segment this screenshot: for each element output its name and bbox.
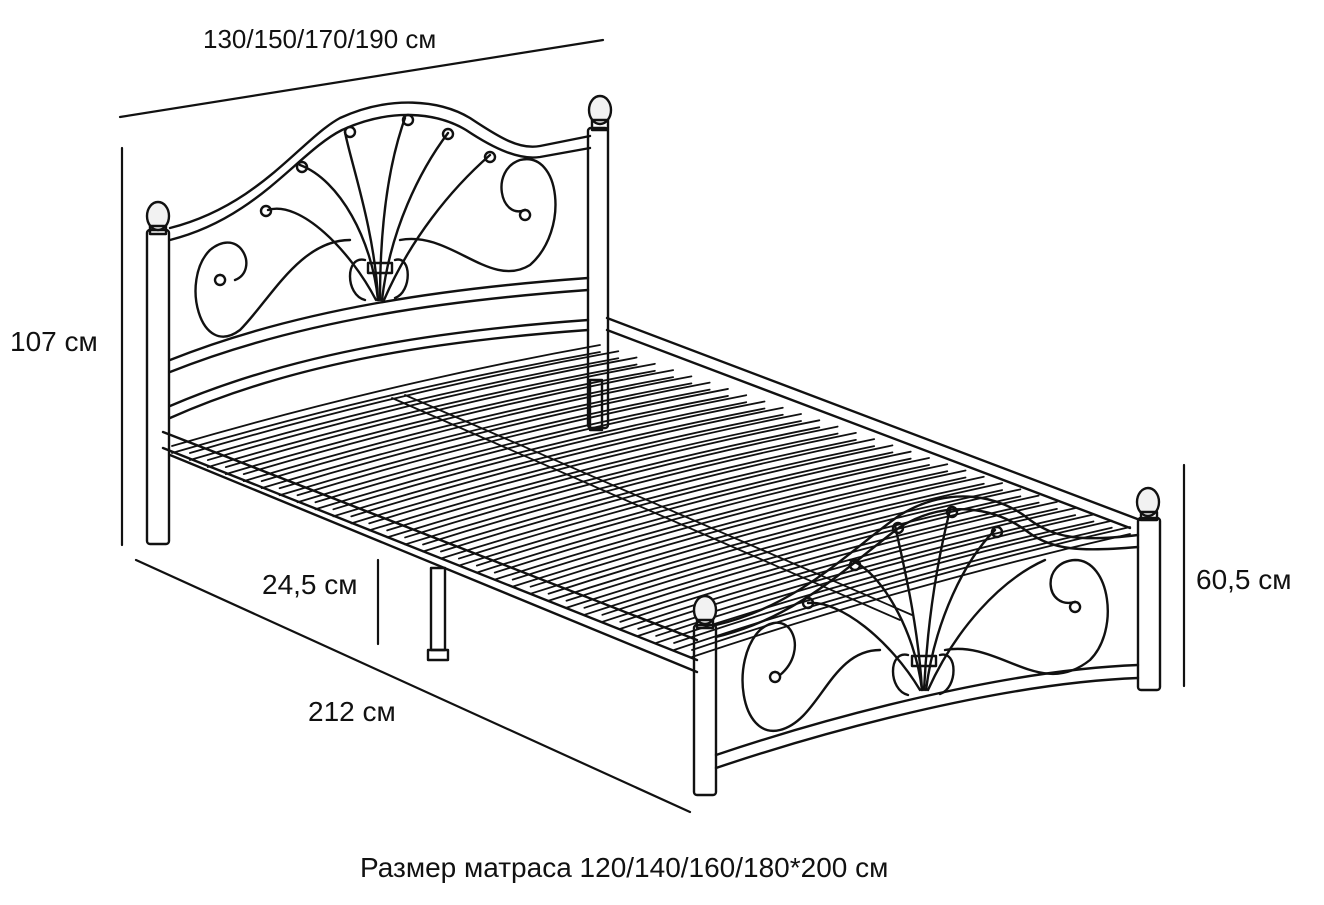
slat [475,450,912,567]
slat [565,482,1003,602]
slat [493,464,930,581]
slat [583,488,1022,609]
slat [529,476,967,595]
footboard-center-clamp [910,654,938,668]
slat [368,420,802,532]
slat [242,376,675,483]
slat [260,375,693,483]
slat [189,350,620,454]
slat [206,363,638,468]
slat [475,457,912,574]
slat [511,463,949,581]
slat [404,432,839,546]
slat [457,444,894,560]
slat [457,451,894,567]
slat [422,431,857,546]
height-dimension-label: 107 см [10,326,98,357]
slat [440,438,876,553]
dimension-lines [118,38,1186,814]
slat [673,526,1113,651]
slat [350,413,784,525]
slat [565,489,1003,609]
footboard [692,486,1162,797]
headboard-right-knob [587,94,613,126]
width-dimension-label: 130/150/170/190 см [203,24,437,54]
slat [206,356,638,461]
slat [368,413,802,525]
footboard-right-knob [1135,486,1161,518]
slat [350,406,784,518]
footboard-left-knob [692,594,718,626]
slat-center-rail [391,394,913,621]
center-leg [426,378,604,662]
slat [386,419,821,532]
slat [278,381,711,490]
headboard [145,94,613,546]
footboard-height-label: 60,5 см [1196,564,1292,595]
length-dimension-label: 212 см [308,696,396,727]
slat [440,445,876,560]
right-side-rail [605,316,1142,530]
length-dimension-line [134,558,692,814]
slat [529,469,967,588]
mattress-size-caption: Размер матраса 120/140/160/180*200 см [360,852,888,884]
slat [386,426,821,539]
slat [260,382,693,490]
slat [171,351,601,454]
slat [278,388,711,497]
slat [332,407,766,518]
slat [547,482,985,602]
slats [171,344,1131,658]
slat [171,344,601,447]
headboard-left-post [145,228,171,546]
headboard-center-clamp [366,261,394,275]
slat [511,470,949,588]
slat [296,395,729,504]
slat [332,400,766,511]
slat [673,519,1113,644]
slat [314,394,748,504]
footboard-right-post [1136,516,1162,692]
slat [601,501,1040,623]
headboard-left-knob [145,200,171,232]
left-side-rail [161,430,699,674]
slat [242,369,675,476]
mattress-size-value: 120/140/160/180*200 см [579,852,889,883]
slat [404,425,839,539]
mattress-size-label: Размер матраса [360,852,572,883]
slat [296,388,729,497]
leg-dimension-label: 24,5 см [262,569,358,600]
slat [224,369,656,476]
slat [422,438,857,553]
width-dimension-line [118,38,605,119]
slat [691,526,1131,651]
slat [493,457,930,574]
slat [601,494,1040,616]
slat [547,475,985,595]
